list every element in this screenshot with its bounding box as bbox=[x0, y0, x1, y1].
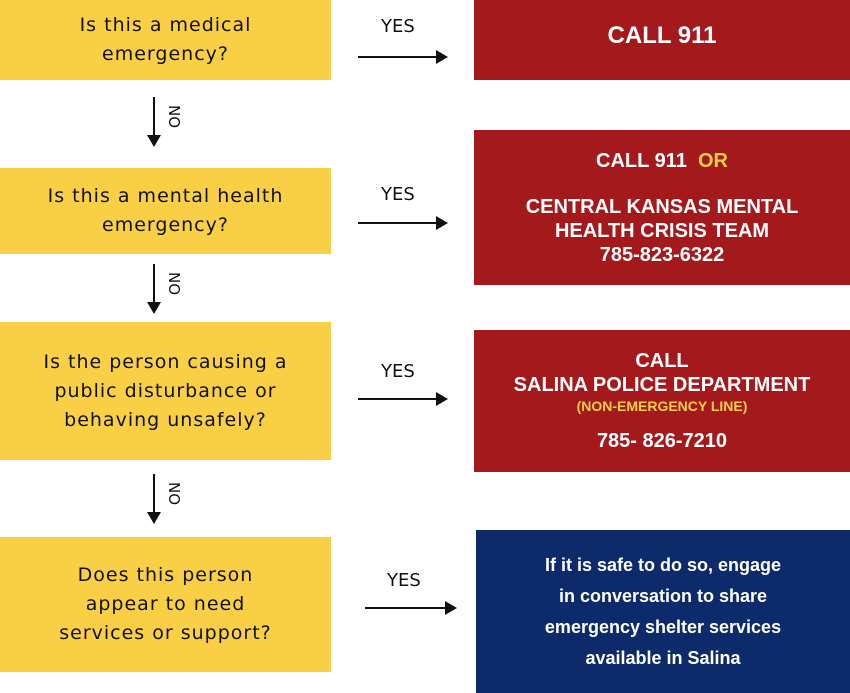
phone-number: 785- 826-7210 bbox=[596, 430, 728, 452]
answer-text: If it is safe to do so, engage bbox=[544, 554, 782, 575]
no-label: NO bbox=[165, 482, 183, 506]
yes-arrow bbox=[365, 601, 457, 615]
non-emergency-note: (NON-EMERGENCY LINE) bbox=[576, 398, 748, 414]
no-label: NO bbox=[165, 105, 183, 129]
yes-label: YES bbox=[381, 361, 415, 382]
question-text: services or support? bbox=[59, 622, 272, 644]
yes-arrow bbox=[358, 392, 448, 406]
question-medical-emergency: Is this a medical emergency? bbox=[0, 0, 331, 80]
no-label: NO bbox=[165, 272, 183, 296]
answer-text: SALINA POLICE DEPARTMENT bbox=[513, 374, 811, 396]
answer-text: CALL 911 bbox=[596, 149, 687, 172]
answer-text: emergency shelter services bbox=[544, 616, 782, 637]
question-text: appear to need bbox=[85, 593, 246, 615]
no-arrow bbox=[147, 264, 161, 314]
question-text: emergency? bbox=[102, 43, 229, 65]
answer-crisis-team: CALL 911 OR CENTRAL KANSAS MENTAL HEALTH… bbox=[474, 130, 850, 285]
question-text: Is the person causing a bbox=[43, 350, 288, 373]
answer-text: HEALTH CRISIS TEAM bbox=[554, 219, 770, 242]
question-text: emergency? bbox=[102, 214, 229, 236]
question-mental-health: Is this a mental health emergency? bbox=[0, 168, 331, 254]
no-arrow bbox=[147, 474, 161, 524]
answer-text: available in Salina bbox=[585, 647, 741, 668]
answer-text: CALL bbox=[635, 350, 689, 372]
question-public-disturbance: Is the person causing a public disturbanc… bbox=[0, 322, 331, 460]
yes-label: YES bbox=[381, 16, 415, 37]
yes-arrow bbox=[358, 216, 448, 230]
question-needs-services: Does this person appear to need services o… bbox=[0, 537, 331, 672]
yes-label: YES bbox=[387, 570, 421, 591]
answer-text: in conversation to share bbox=[558, 585, 768, 606]
phone-number: 785-823-6322 bbox=[599, 243, 725, 266]
answer-engage-conversation: If it is safe to do so, engage in conver… bbox=[476, 530, 850, 693]
no-arrow bbox=[147, 97, 161, 147]
or-text: OR bbox=[697, 149, 728, 172]
question-text: Does this person bbox=[77, 564, 254, 586]
question-text: behaving unsafely? bbox=[64, 408, 267, 431]
question-text: Is this a mental health bbox=[47, 185, 284, 207]
yes-arrow bbox=[358, 50, 448, 64]
yes-label: YES bbox=[381, 184, 415, 205]
answer-call-911: CALL 911 bbox=[474, 0, 850, 80]
question-text: public disturbance or bbox=[54, 379, 277, 402]
answer-police-department: CALL SALINA POLICE DEPARTMENT (NON-EMERG… bbox=[474, 330, 850, 472]
answer-text: CALL 911 bbox=[607, 22, 717, 49]
answer-text: CENTRAL KANSAS MENTAL bbox=[525, 195, 799, 218]
question-text: Is this a medical bbox=[79, 14, 252, 36]
